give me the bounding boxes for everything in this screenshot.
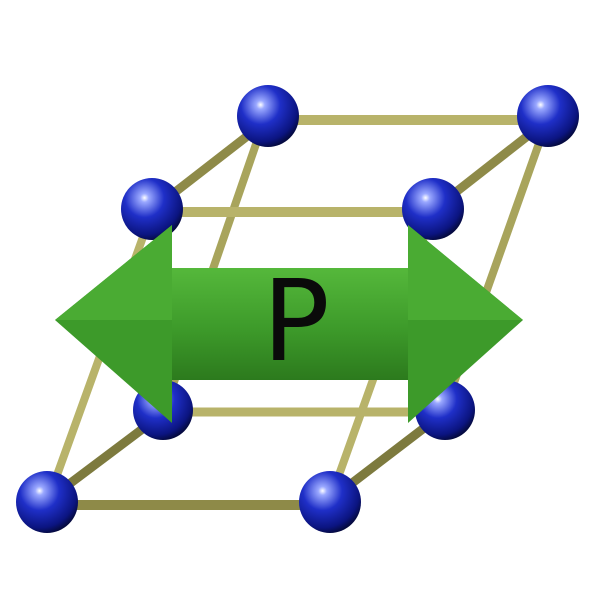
- polarization-label: P: [262, 257, 330, 387]
- arrow-head-left-shade: [55, 225, 172, 320]
- top-atoms: [121, 85, 579, 240]
- arrow-head-right-shade: [408, 225, 523, 320]
- atom-front-bottom-right: [299, 471, 361, 533]
- atom-top-back-right: [517, 85, 579, 147]
- atom-top-front-right: [402, 178, 464, 240]
- top-bonds: [149, 115, 551, 217]
- polarization-arrow: P: [55, 225, 523, 423]
- front-bottom-atoms: [16, 471, 361, 533]
- atom-top-front-left: [121, 178, 183, 240]
- arrow-shaft: [170, 268, 410, 380]
- atom-top-back-left: [237, 85, 299, 147]
- atom-front-bottom-left: [16, 471, 78, 533]
